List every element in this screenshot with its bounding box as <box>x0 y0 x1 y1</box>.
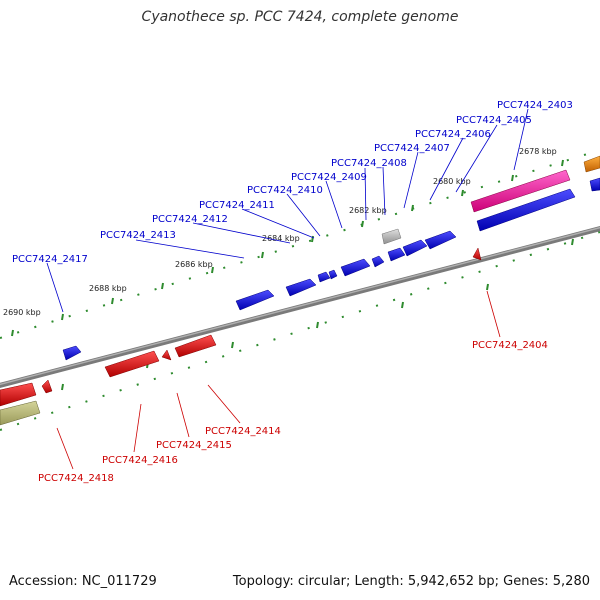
accession-text: Accession: NC_011729 <box>9 574 157 589</box>
gene-feature[interactable] <box>583 155 600 173</box>
gene-feature[interactable] <box>161 349 172 361</box>
genome-backbone-highlight <box>0 226 600 386</box>
gene-label[interactable]: PCC7424_2406 <box>415 129 491 140</box>
forward-genes <box>62 155 600 361</box>
gene-label[interactable]: PCC7424_2412 <box>152 214 228 225</box>
gene-label[interactable]: PCC7424_2415 <box>156 440 232 451</box>
forward-gene-labels: PCC7424_2403 PCC7424_2405 PCC7424_2406 P… <box>12 100 573 265</box>
scale-label: 2690 kbp <box>3 308 41 317</box>
gene-feature[interactable] <box>328 269 338 280</box>
scale-label: 2688 kbp <box>89 284 127 293</box>
gene-feature[interactable] <box>340 258 371 277</box>
gene-label[interactable]: PCC7424_2404 <box>472 340 548 351</box>
genome-summary-text: Topology: circular; Length: 5,942,652 bp… <box>232 574 590 589</box>
gene-feature[interactable] <box>470 169 571 213</box>
gene-feature[interactable] <box>235 289 275 311</box>
major-ticks <box>11 159 574 391</box>
gene-feature[interactable] <box>476 188 576 232</box>
gene-label[interactable]: PCC7424_2407 <box>374 143 450 154</box>
gene-feature[interactable] <box>589 177 600 192</box>
gene-feature[interactable] <box>371 255 385 268</box>
inner-scale-ring <box>0 231 600 431</box>
gene-label[interactable]: PCC7424_2413 <box>100 230 176 241</box>
gene-label[interactable]: PCC7424_2416 <box>102 455 178 466</box>
scale-label: 2680 kbp <box>433 177 471 186</box>
map-title: Cyanothece sp. PCC 7424, complete genome <box>141 9 459 25</box>
gene-feature[interactable] <box>472 247 482 261</box>
gene-feature[interactable] <box>0 382 37 407</box>
gene-label[interactable]: PCC7424_2414 <box>205 426 281 437</box>
gene-feature[interactable] <box>285 278 317 297</box>
gene-feature[interactable] <box>0 400 41 426</box>
gene-feature[interactable] <box>381 228 402 245</box>
gene-feature[interactable] <box>41 379 53 394</box>
scale-label: 2686 kbp <box>175 260 213 269</box>
gene-label[interactable]: PCC7424_2405 <box>456 115 532 126</box>
gene-label[interactable]: PCC7424_2418 <box>38 473 114 484</box>
gene-feature[interactable] <box>174 334 217 358</box>
gene-feature[interactable] <box>62 345 82 361</box>
gene-feature[interactable] <box>104 350 160 378</box>
gene-label[interactable]: PCC7424_2417 <box>12 254 88 265</box>
scale-label: 2678 kbp <box>519 147 557 156</box>
gene-feature[interactable] <box>424 230 457 250</box>
gene-label[interactable]: PCC7424_2408 <box>331 158 407 169</box>
forward-leader-lines <box>46 108 529 313</box>
gene-label[interactable]: PCC7424_2409 <box>291 172 367 183</box>
scale-label: 2684 kbp <box>262 234 300 243</box>
gene-feature[interactable] <box>402 239 428 257</box>
gene-feature[interactable] <box>317 271 331 283</box>
genome-backbone <box>0 226 600 388</box>
reverse-leader-lines <box>56 290 501 470</box>
gene-label[interactable]: PCC7424_2411 <box>199 200 275 211</box>
outer-scale-ring <box>0 149 600 339</box>
gene-label[interactable]: PCC7424_2410 <box>247 185 323 196</box>
reverse-gene-labels: PCC7424_2404 PCC7424_2414 PCC7424_2415 P… <box>38 340 548 484</box>
reverse-genes <box>0 247 482 426</box>
scale-label: 2682 kbp <box>349 206 387 215</box>
gene-feature[interactable] <box>387 247 406 262</box>
gene-label[interactable]: PCC7424_2403 <box>497 100 573 111</box>
